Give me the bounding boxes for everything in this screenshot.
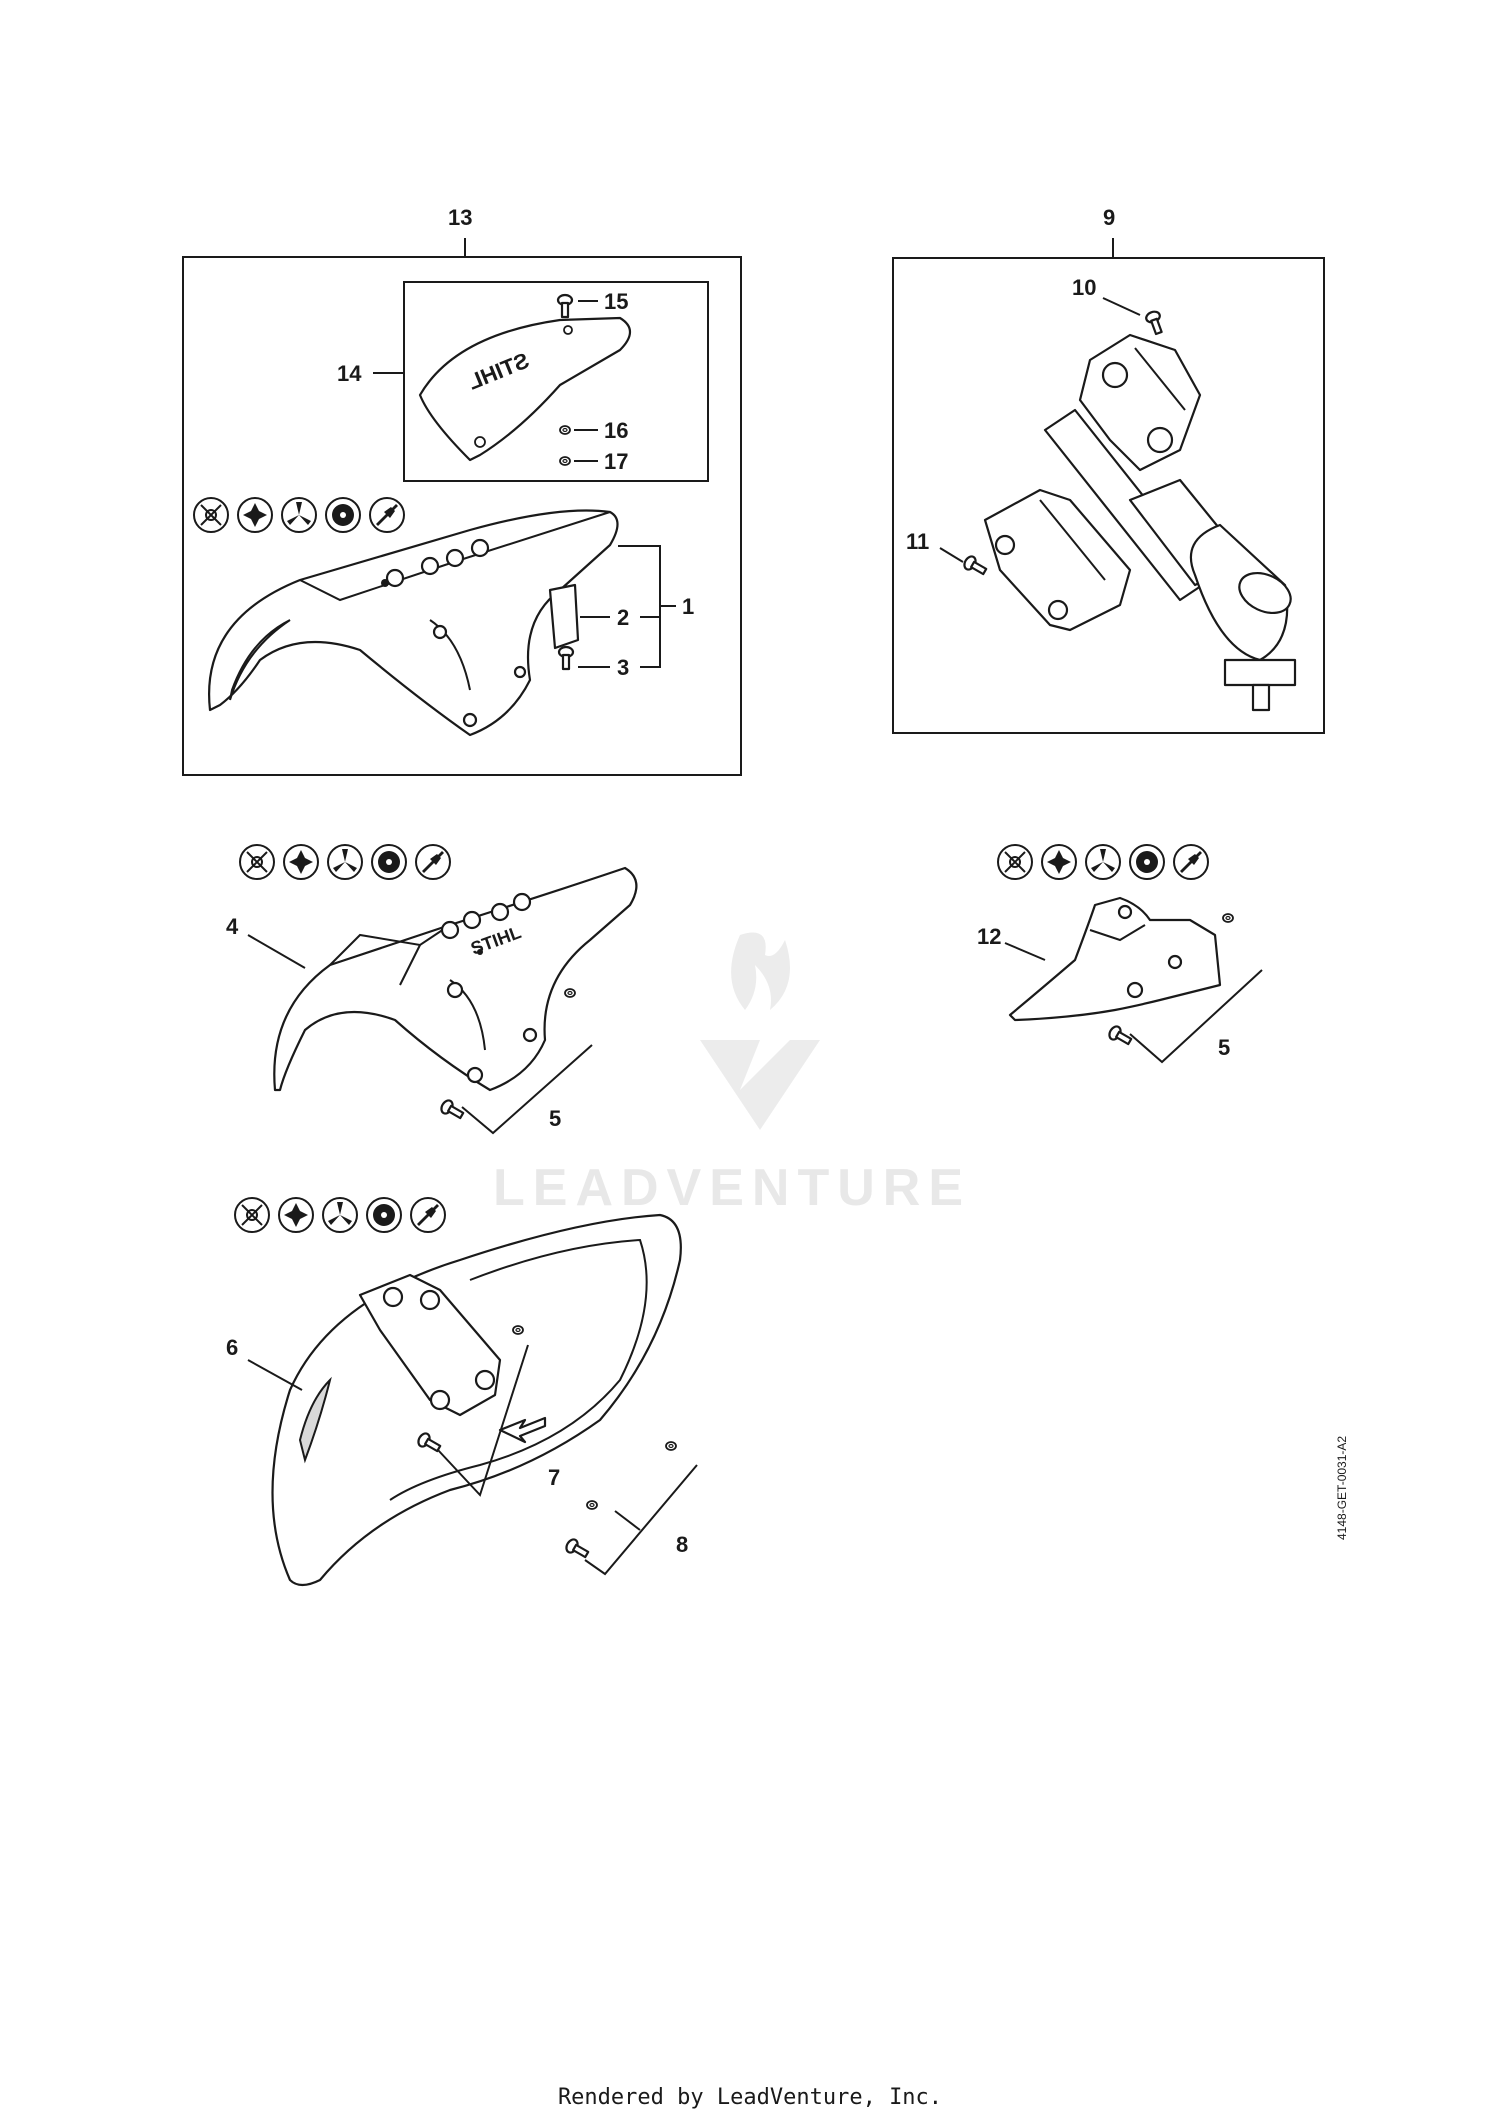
clamp-lower [983, 488, 1132, 632]
callout-12: 12 [977, 924, 1001, 949]
callout-5b: 5 [1218, 1035, 1230, 1060]
screw-8 [563, 1536, 592, 1562]
callout-4: 4 [226, 914, 239, 939]
assembly-14-box [403, 281, 709, 482]
callout-7: 7 [548, 1465, 560, 1490]
callout-8: 8 [676, 1532, 688, 1557]
drawing-code: 4148-GET-0031-A2 [1335, 1435, 1349, 1540]
guard-4-assembly: STIHL 4 5 [226, 845, 638, 1135]
assembly-9-box: 9 10 11 [892, 205, 1325, 734]
washer-16 [559, 425, 571, 435]
washer-7 [512, 1325, 524, 1335]
tool-icons-row-12 [998, 845, 1208, 879]
washer-8b [586, 1500, 598, 1510]
watermark-text: LEADVENTURE [493, 1159, 971, 1217]
screw-5b [1106, 1023, 1135, 1049]
leadventure-watermark: LEADVENTURE [493, 932, 971, 1217]
washer-8 [665, 1441, 677, 1451]
callout-15: 15 [604, 289, 628, 314]
guard-4 [273, 866, 638, 1092]
guard-6-assembly: 6 7 8 [226, 1198, 698, 1587]
callout-14: 14 [337, 361, 362, 386]
guard-12-assembly: 12 5 [977, 845, 1263, 1064]
callout-6: 6 [226, 1335, 238, 1360]
tool-icons-row-13 [194, 498, 404, 532]
footer-credit: Rendered by LeadVenture, Inc. [557, 2085, 943, 2110]
callout-3: 3 [617, 655, 629, 680]
nut-17 [559, 456, 571, 466]
deflector-plate [418, 316, 632, 462]
callout-10: 10 [1072, 275, 1096, 300]
guard-12 [1008, 896, 1222, 1022]
tool-icons-row-4 [240, 845, 450, 879]
callout-16: 16 [604, 418, 628, 443]
callout-5a: 5 [549, 1106, 561, 1131]
guard-1 [208, 509, 619, 737]
callout-13: 13 [448, 205, 472, 230]
holder-2 [548, 583, 580, 650]
guard-6-mount [358, 1273, 502, 1417]
callout-11: 11 [906, 529, 929, 554]
screw-10 [1143, 308, 1167, 337]
washer-5b [1222, 913, 1234, 923]
callout-17: 17 [604, 449, 628, 474]
callout-1: 1 [682, 594, 694, 619]
callout-2: 2 [617, 605, 629, 630]
screw-15 [556, 293, 574, 319]
assembly-13-box: 13 14 STIHL 15 16 17 [182, 205, 742, 776]
tool-icons-row-6 [235, 1198, 445, 1232]
callout-9: 9 [1103, 205, 1115, 230]
screw-11 [961, 553, 990, 579]
washer-5a [564, 988, 576, 998]
screw-5a [438, 1097, 467, 1123]
screw-3 [557, 645, 575, 671]
